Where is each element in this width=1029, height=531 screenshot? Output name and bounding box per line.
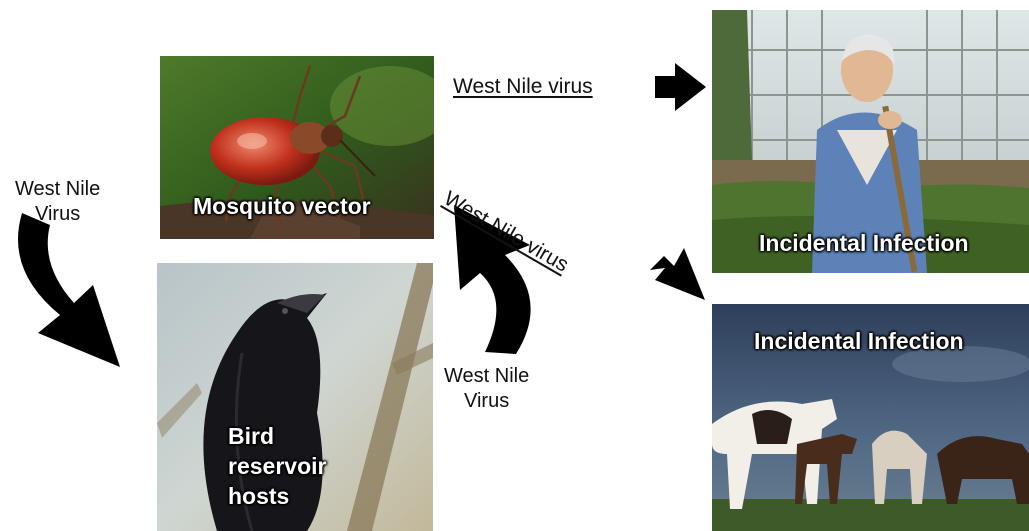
mosquito-to-bird-arrow xyxy=(18,213,120,367)
mosquito-to-bird-label-line-1: West Nile xyxy=(15,177,100,202)
mosquito-to-human-arrow xyxy=(655,63,706,111)
bird-to-mosquito-label-line-2: Virus xyxy=(444,389,529,414)
mosquito-to-human-label: West Nile virus xyxy=(453,74,593,99)
bird-to-mosquito-label: West Nile Virus xyxy=(444,364,529,414)
mosquito-to-horses-arrow xyxy=(650,248,705,300)
mosquito-to-bird-label: West Nile Virus xyxy=(15,177,100,227)
bird-to-mosquito-label-line-1: West Nile xyxy=(444,364,529,389)
mosquito-to-bird-label-line-2: Virus xyxy=(15,202,100,227)
